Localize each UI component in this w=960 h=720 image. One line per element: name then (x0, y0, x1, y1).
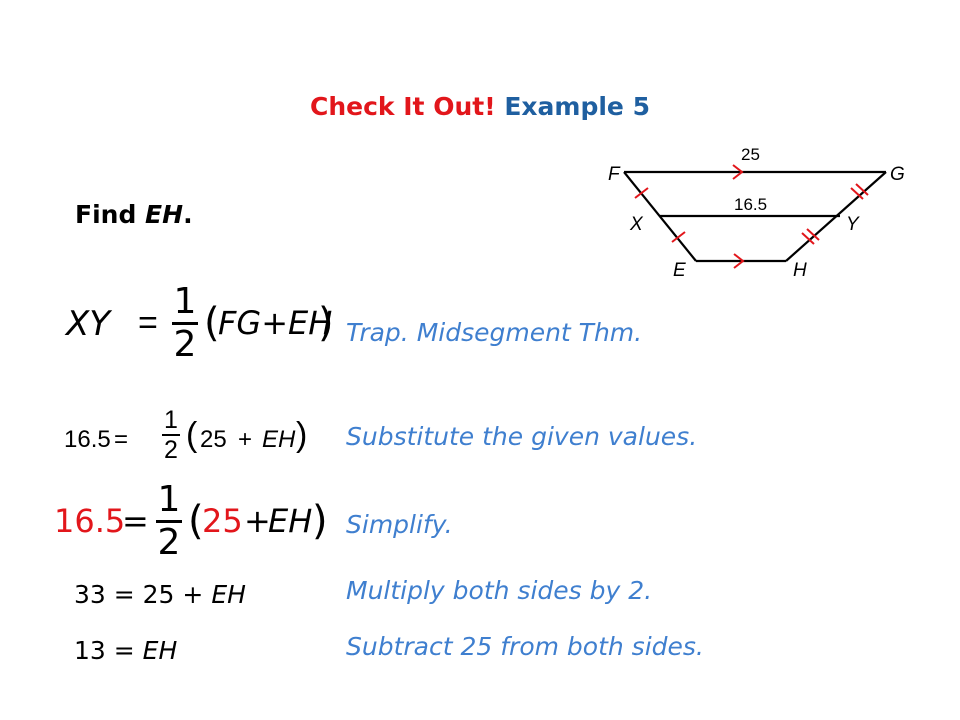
tick-xe (671, 231, 686, 243)
eq2-inner-num: 25 (200, 426, 227, 453)
eq5-var: EH (142, 636, 178, 665)
eq3-numerator: 1 (157, 479, 181, 520)
eq3-plus: + (244, 502, 271, 540)
eq3-inner-var: EH (268, 502, 313, 540)
eq5-text: 13 = (74, 636, 143, 665)
eq1-lhs: XY (66, 304, 111, 344)
tick-fx (634, 187, 649, 199)
label-e: E (673, 260, 686, 281)
eq3-denominator: 2 (157, 522, 181, 563)
equation-3: 16.5 = 1 2 ( 25 + EH ) (54, 480, 334, 566)
label-x: X (629, 214, 644, 235)
eq2-equals: = (114, 426, 129, 453)
eq1-paren-close: ) (318, 300, 334, 346)
tick-gy-1 (850, 187, 864, 200)
eq3-equals: = (122, 502, 149, 540)
segment-gh (785, 171, 887, 262)
reason-3: Simplify. (346, 510, 453, 539)
eq2-lhs: 16.5 (64, 426, 111, 453)
eq1-denominator: 2 (173, 324, 197, 365)
title-example: Example 5 (504, 92, 650, 121)
title-check-it-out: Check It Out! (310, 92, 496, 121)
eq2-paren-close: ) (296, 416, 308, 454)
reason-5: Subtract 25 from both sides. (346, 632, 704, 661)
tick-yh-1 (801, 232, 815, 245)
trapezoid-figure: F G X Y E H 25 16.5 (608, 145, 905, 281)
label-y: Y (846, 214, 860, 235)
segment-fe (623, 171, 697, 262)
equation-2: 16.5 = 1 2 ( 25 + EH ) (64, 406, 344, 472)
eq2-paren-open: ( (186, 416, 198, 454)
eq4-var: EH (211, 580, 246, 609)
eq1-fraction: 1 2 (172, 282, 198, 365)
eq3-paren-close: ) (312, 498, 328, 544)
reason-1: Trap. Midsegment Thm. (346, 318, 643, 347)
problem-prompt: Find EH. (75, 200, 193, 229)
equation-4: 33 = 25 + EH (74, 580, 246, 609)
eq1-paren-open: ( (204, 300, 220, 346)
eq3-fraction: 1 2 (156, 480, 182, 563)
eq2-numerator: 1 (164, 406, 178, 434)
find-prefix: Find (75, 200, 146, 229)
eq3-lhs: 16.5 (54, 502, 126, 540)
equation-1: XY = 1 2 ( FG+EH ) (66, 282, 336, 368)
label-g: G (890, 164, 905, 185)
length-xy: 16.5 (734, 195, 767, 214)
eq2-fraction: 1 2 (162, 406, 180, 464)
eq1-inner: FG+EH (218, 304, 333, 342)
find-variable: EH (145, 200, 184, 229)
eq2-plus: + (238, 426, 253, 453)
eq3-inner-num: 25 (202, 502, 243, 540)
eq1-fraction-bar (172, 322, 198, 325)
tick-gy-2 (855, 183, 869, 196)
eq2-fraction-bar (162, 434, 180, 436)
eq4-text: 33 = 25 + (74, 580, 212, 609)
eq3-paren-open: ( (188, 498, 204, 544)
tick-yh-2 (806, 228, 820, 241)
parallel-arrow-fg (732, 164, 744, 180)
find-suffix: . (183, 200, 193, 229)
equation-5: 13 = EH (74, 636, 177, 665)
slide-title: Check It Out! Example 5 (0, 92, 960, 121)
eq3-fraction-bar (156, 520, 182, 523)
parallel-arrow-eh (733, 253, 745, 269)
reason-2: Substitute the given values. (346, 422, 698, 451)
eq1-equals: = (138, 304, 158, 342)
length-fg: 25 (741, 145, 760, 164)
reason-4: Multiply both sides by 2. (346, 576, 653, 605)
eq2-inner-var: EH (262, 426, 296, 453)
label-h: H (793, 260, 807, 281)
eq2-denominator: 2 (164, 436, 178, 464)
label-f: F (608, 164, 621, 185)
eq1-numerator: 1 (173, 281, 197, 322)
